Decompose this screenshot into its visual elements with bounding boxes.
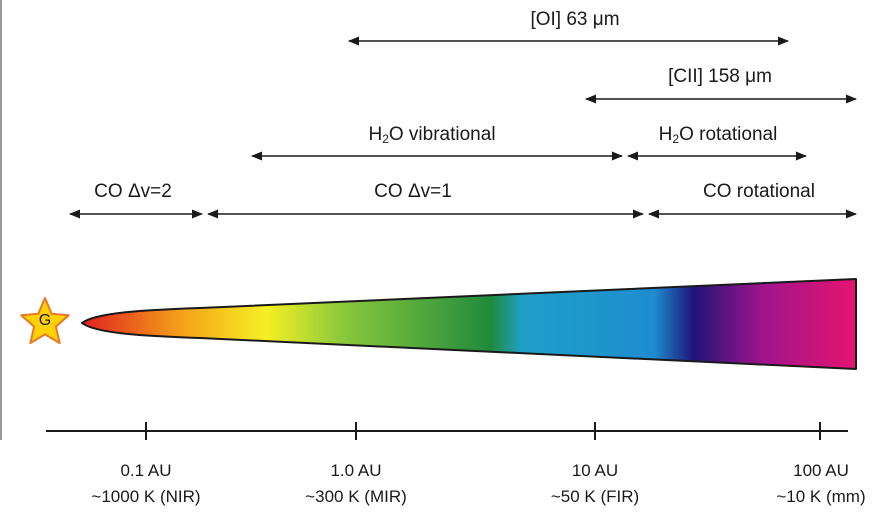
tick-temperature: ~50 K (FIR): [550, 487, 640, 506]
tick-label-1: 1.0 AU ~300 K (MIR): [305, 458, 407, 510]
tick-distance: 100 AU: [793, 461, 849, 480]
subscript: 2: [382, 132, 389, 146]
subscript: 2: [672, 132, 680, 146]
label-text: O vibrational: [388, 124, 496, 145]
tick-label-2: 10 AU ~50 K (FIR): [551, 458, 639, 510]
co-dv2-label: CO Δv=2: [94, 181, 172, 202]
label-text: H: [368, 124, 383, 145]
tick-temperature: ~10 K (mm): [776, 487, 866, 506]
star-type-label: G: [38, 312, 52, 329]
co-dv1-label: CO Δv=1: [374, 181, 452, 202]
label-text: H: [658, 124, 673, 145]
tick-distance: 1.0 AU: [330, 461, 382, 480]
tick-label-3: 100 AU ~10 K (mm): [776, 458, 865, 510]
tick-distance: 0.1 AU: [120, 461, 172, 480]
tick-label-0: 0.1 AU ~1000 K (NIR): [91, 458, 200, 510]
label-text: O rotational: [679, 124, 778, 145]
tick-distance: 10 AU: [571, 461, 619, 480]
tick-temperature: ~300 K (MIR): [305, 487, 407, 506]
star-icon: [20, 297, 70, 345]
co-rotational-label: CO rotational: [703, 181, 815, 202]
cii-label: [CII] 158 μm: [668, 66, 772, 87]
oi-label: [OI] 63 μm: [530, 9, 620, 30]
disk-shape: [81, 278, 857, 370]
h2o-rotational-label: H2O rotational: [659, 124, 778, 146]
tick-temperature: ~1000 K (NIR): [91, 487, 201, 506]
h2o-vibrational-label: H2O vibrational: [368, 124, 495, 146]
